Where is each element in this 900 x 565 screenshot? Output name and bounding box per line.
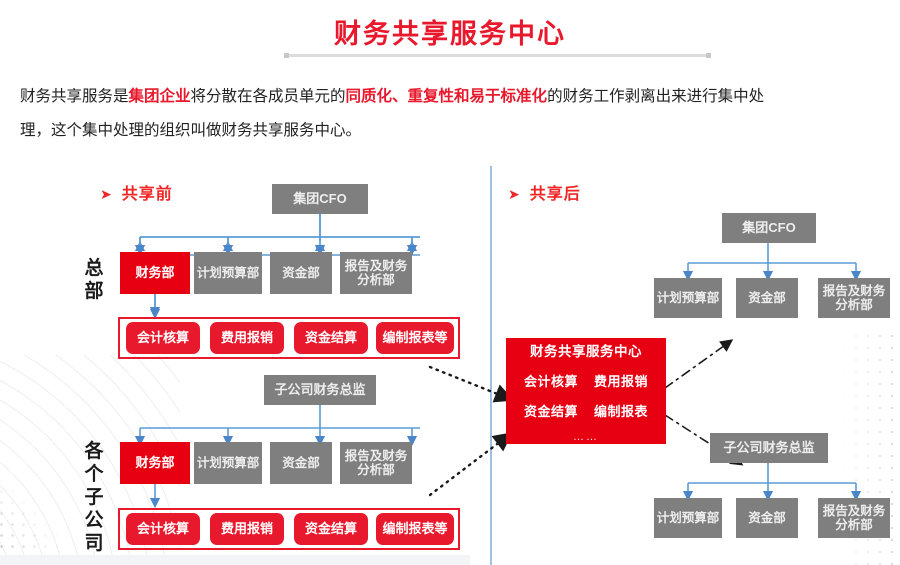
intro-text-2: 将分散在各成员单元的: [190, 88, 346, 105]
hub-ellipsis: ……: [573, 430, 599, 443]
section-heading-before-label: 共享前: [121, 186, 173, 203]
right-sub-dept-1[interactable]: 资金部: [736, 498, 798, 538]
label-headquarters: 总部: [84, 258, 104, 302]
intro-highlight-1: 集团企业: [128, 88, 191, 105]
left-sub-dept-2[interactable]: 资金部: [270, 442, 332, 484]
hub-row-2: 资金结算编制报表: [524, 401, 648, 420]
left-sub-dept-3[interactable]: 报告及财务分析部: [340, 442, 412, 484]
hub-item-2: 资金结算: [523, 403, 578, 419]
intro-text-3: 的财务工作剥离出来进行集中处: [547, 88, 765, 105]
left-hq-dept-0[interactable]: 财务部: [120, 252, 190, 294]
right-sub-dept-0[interactable]: 计划预算部: [654, 498, 722, 538]
right-hq-top-box[interactable]: 集团CFO: [722, 213, 816, 243]
left-hq-task-3[interactable]: 编制报表等: [376, 322, 454, 354]
hub-item-1: 费用报销: [594, 373, 649, 389]
hub-item-3: 编制报表: [594, 403, 649, 419]
right-sub-top-box[interactable]: 子公司财务总监: [710, 433, 828, 463]
right-hq-dept-1[interactable]: 资金部: [736, 278, 798, 318]
left-hq-task-frame: [118, 317, 460, 359]
left-sub-task-1[interactable]: 费用报销: [210, 513, 284, 545]
intro-text-4: 理，这个集中处理的组织叫做财务共享服务中心。: [20, 122, 362, 139]
section-heading-after-label: 共享后: [529, 186, 581, 203]
left-sub-dept-0[interactable]: 财务部: [120, 442, 190, 484]
intro-highlight-2: 同质化、重复性和易于标准化: [345, 88, 548, 105]
left-hq-task-2[interactable]: 资金结算: [294, 322, 368, 354]
left-sub-task-3[interactable]: 编制报表等: [376, 513, 454, 545]
intro-paragraph: 财务共享服务是集团企业将分散在各成员单元的同质化、重复性和易于标准化的财务工作剥…: [20, 80, 886, 148]
left-hq-dept-2[interactable]: 资金部: [270, 252, 332, 294]
hub-item-0: 会计核算: [523, 373, 578, 389]
left-hq-task-1[interactable]: 费用报销: [210, 322, 284, 354]
right-sub-dept-2[interactable]: 报告及财务分析部: [818, 498, 890, 538]
label-subsidiaries: 各个子公司: [84, 441, 104, 554]
left-hq-dept-1[interactable]: 计划预算部: [194, 252, 262, 294]
intro-text-1: 财务共享服务是: [20, 88, 129, 105]
right-hq-dept-0[interactable]: 计划预算部: [654, 278, 722, 318]
left-sub-task-2[interactable]: 资金结算: [294, 513, 368, 545]
right-hq-dept-2[interactable]: 报告及财务分析部: [818, 278, 890, 318]
panel-divider: [490, 166, 492, 565]
section-heading-after: ➤ 共享后: [508, 180, 581, 204]
shared-service-center-hub[interactable]: 财务共享服务中心 会计核算费用报销 资金结算编制报表 ……: [506, 338, 666, 444]
left-sub-dept-1[interactable]: 计划预算部: [194, 442, 262, 484]
caret-icon: ➤: [100, 186, 113, 202]
left-sub-task-frame: [118, 508, 460, 550]
left-hq-task-0[interactable]: 会计核算: [126, 322, 200, 354]
left-sub-top-box[interactable]: 子公司财务总监: [264, 375, 376, 405]
hub-row-1: 会计核算费用报销: [524, 371, 648, 390]
page-title: 财务共享服务中心: [334, 19, 566, 49]
left-hq-dept-3[interactable]: 报告及财务分析部: [340, 252, 412, 294]
left-sub-task-0[interactable]: 会计核算: [126, 513, 200, 545]
caret-icon: ➤: [508, 186, 521, 202]
decorative-bottom-band: [0, 555, 470, 565]
title-underline: [284, 53, 711, 58]
left-hq-top-box[interactable]: 集团CFO: [272, 184, 368, 214]
section-heading-before: ➤ 共享前: [100, 180, 173, 204]
hub-title: 财务共享服务中心: [530, 343, 642, 359]
